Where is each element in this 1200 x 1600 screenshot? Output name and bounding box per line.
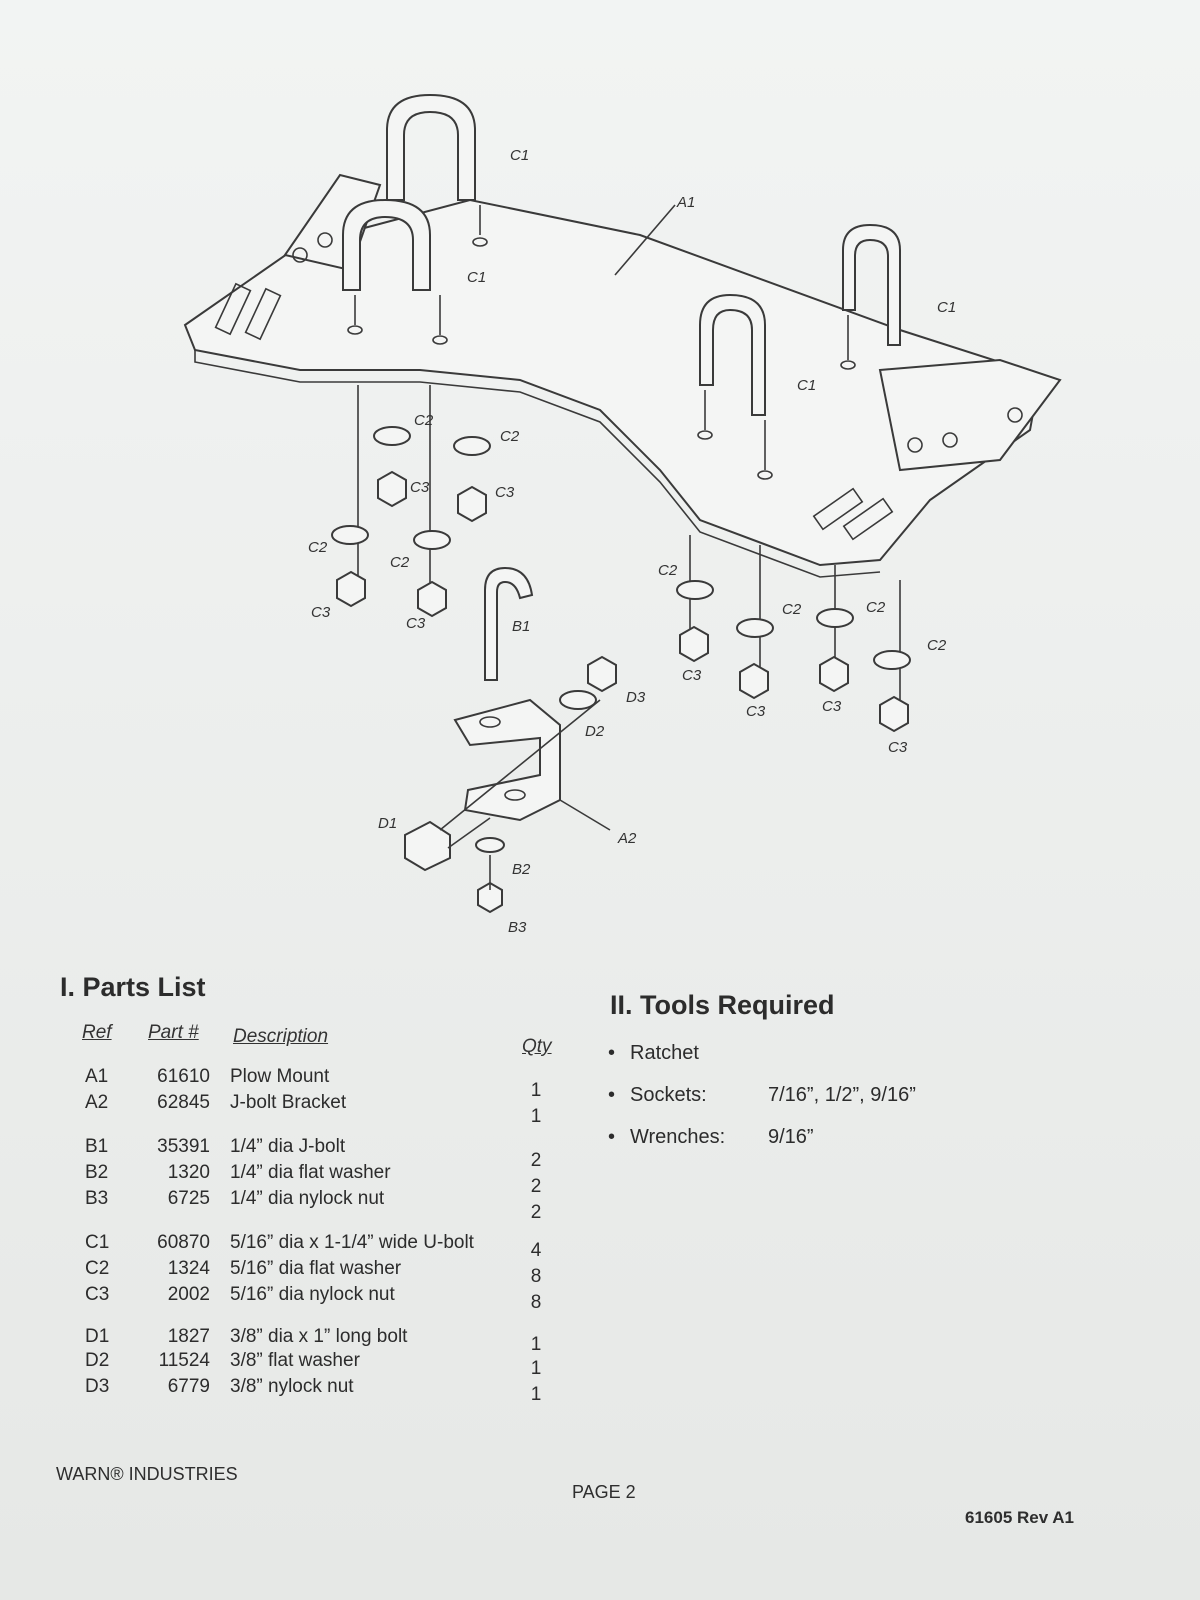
part-ref: B2 <box>85 1162 109 1183</box>
callout-c2-a: C2 <box>414 412 434 429</box>
part-description: 1/4” dia flat washer <box>230 1162 391 1183</box>
footer-page-number: PAGE 2 <box>572 1482 636 1502</box>
tool-value: 7/16”, 1/2”, 9/16” <box>768 1084 916 1106</box>
callout-c3-f: C3 <box>746 703 766 720</box>
part-description: 1/4” dia nylock nut <box>230 1188 385 1209</box>
callout-a2: A2 <box>617 830 637 847</box>
tool-value: 9/16” <box>768 1126 814 1148</box>
callout-c1-c: C1 <box>937 299 956 316</box>
callout-c3-a: C3 <box>410 479 430 496</box>
part-ref: B3 <box>85 1188 109 1209</box>
part-ref: C1 <box>85 1232 110 1253</box>
plow-mount-plate <box>183 198 1042 567</box>
callout-c2-h: C2 <box>927 637 947 654</box>
part-qty: 1 <box>530 1358 542 1379</box>
part-number: 2002 <box>167 1284 210 1305</box>
callout-c3-g: C3 <box>822 698 842 715</box>
tool-item: •Sockets: 7/16”, 1/2”, 9/16” <box>608 1084 916 1106</box>
callout-c3-h: C3 <box>888 739 908 756</box>
part-description: 3/8” nylock nut <box>230 1376 354 1397</box>
part-number: 35391 <box>157 1136 210 1157</box>
callout-c3-b: C3 <box>495 484 515 501</box>
callout-c1-b: C1 <box>467 269 486 286</box>
callout-c3-c: C3 <box>311 604 331 621</box>
part-description: 5/16” dia flat washer <box>230 1258 402 1279</box>
header-description: Description <box>233 1026 329 1047</box>
part-description: 1/4” dia J-bolt <box>230 1136 346 1157</box>
part-number: 11524 <box>158 1350 210 1371</box>
part-number: 62845 <box>157 1092 210 1113</box>
callout-c3-d: C3 <box>406 615 426 632</box>
callout-d1: D1 <box>378 815 397 832</box>
part-number: 6725 <box>167 1188 210 1209</box>
part-description: Plow Mount <box>230 1066 330 1087</box>
part-qty: 1 <box>530 1334 542 1355</box>
callout-b2: B2 <box>512 861 531 878</box>
tool-item: •Ratchet <box>608 1042 699 1064</box>
part-qty: 4 <box>530 1240 542 1261</box>
part-number: 1320 <box>167 1162 210 1183</box>
callout-c2-d: C2 <box>390 554 410 571</box>
callout-c1-a: C1 <box>510 147 529 164</box>
footer-company: WARN® INDUSTRIES <box>56 1464 238 1484</box>
callout-c3-e: C3 <box>682 667 702 684</box>
part-ref: C2 <box>85 1258 110 1279</box>
part-qty: 8 <box>530 1266 542 1287</box>
callout-c2-g: C2 <box>866 599 886 616</box>
part-description: J-bolt Bracket <box>230 1092 347 1113</box>
tools-required-title: II. Tools Required <box>610 990 835 1020</box>
footer-doc-number: 61605 Rev A1 <box>965 1508 1075 1527</box>
part-qty: 1 <box>530 1384 542 1405</box>
header-qty: Qty <box>522 1036 552 1057</box>
callout-b3: B3 <box>508 919 527 936</box>
parts-list-title: I. Parts List <box>60 972 206 1002</box>
part-description: 3/8” flat washer <box>230 1350 360 1371</box>
callout-c2-c: C2 <box>308 539 328 556</box>
part-number: 1827 <box>167 1326 210 1347</box>
callout-c2-f: C2 <box>782 601 802 618</box>
part-ref: D3 <box>85 1376 110 1397</box>
part-ref: B1 <box>85 1136 109 1157</box>
part-description: 5/16” dia x 1-1/4” wide U-bolt <box>230 1232 474 1253</box>
header-part-number: Part # <box>148 1022 199 1043</box>
tool-item: •Wrenches: 9/16” <box>608 1126 814 1148</box>
part-ref: A2 <box>85 1092 109 1113</box>
tool-label: Wrenches: <box>630 1126 726 1148</box>
part-ref: C3 <box>85 1284 110 1305</box>
callout-b1: B1 <box>512 618 530 635</box>
callout-c2-e: C2 <box>658 562 678 579</box>
callout-c2-b: C2 <box>500 428 520 445</box>
tool-label: Sockets: <box>630 1084 707 1106</box>
part-number: 61610 <box>157 1066 210 1087</box>
part-qty: 8 <box>530 1292 542 1313</box>
part-description: 5/16” dia nylock nut <box>230 1284 395 1305</box>
part-qty: 1 <box>530 1106 542 1127</box>
header-ref: Ref <box>82 1022 112 1043</box>
callout-c1-d: C1 <box>797 377 816 394</box>
part-description: 3/8” dia x 1” long bolt <box>230 1326 408 1347</box>
callout-d2: D2 <box>585 723 605 740</box>
part-ref: D2 <box>85 1350 110 1371</box>
tool-label: Ratchet <box>630 1042 699 1064</box>
part-number: 60870 <box>157 1232 210 1253</box>
part-qty: 1 <box>530 1080 542 1101</box>
callout-d3: D3 <box>626 689 646 706</box>
part-ref: D1 <box>85 1326 110 1347</box>
part-qty: 2 <box>530 1176 542 1197</box>
part-number: 6779 <box>167 1376 210 1397</box>
part-qty: 2 <box>530 1150 542 1171</box>
part-ref: A1 <box>85 1066 109 1087</box>
exploded-assembly-diagram: C1 A1 C1 C1 C1 C2 C2 C3 C3 C2 C2 C3 C3 C… <box>183 93 1062 936</box>
part-qty: 2 <box>530 1202 542 1223</box>
part-number: 1324 <box>167 1258 210 1279</box>
callout-a1: A1 <box>676 194 695 211</box>
